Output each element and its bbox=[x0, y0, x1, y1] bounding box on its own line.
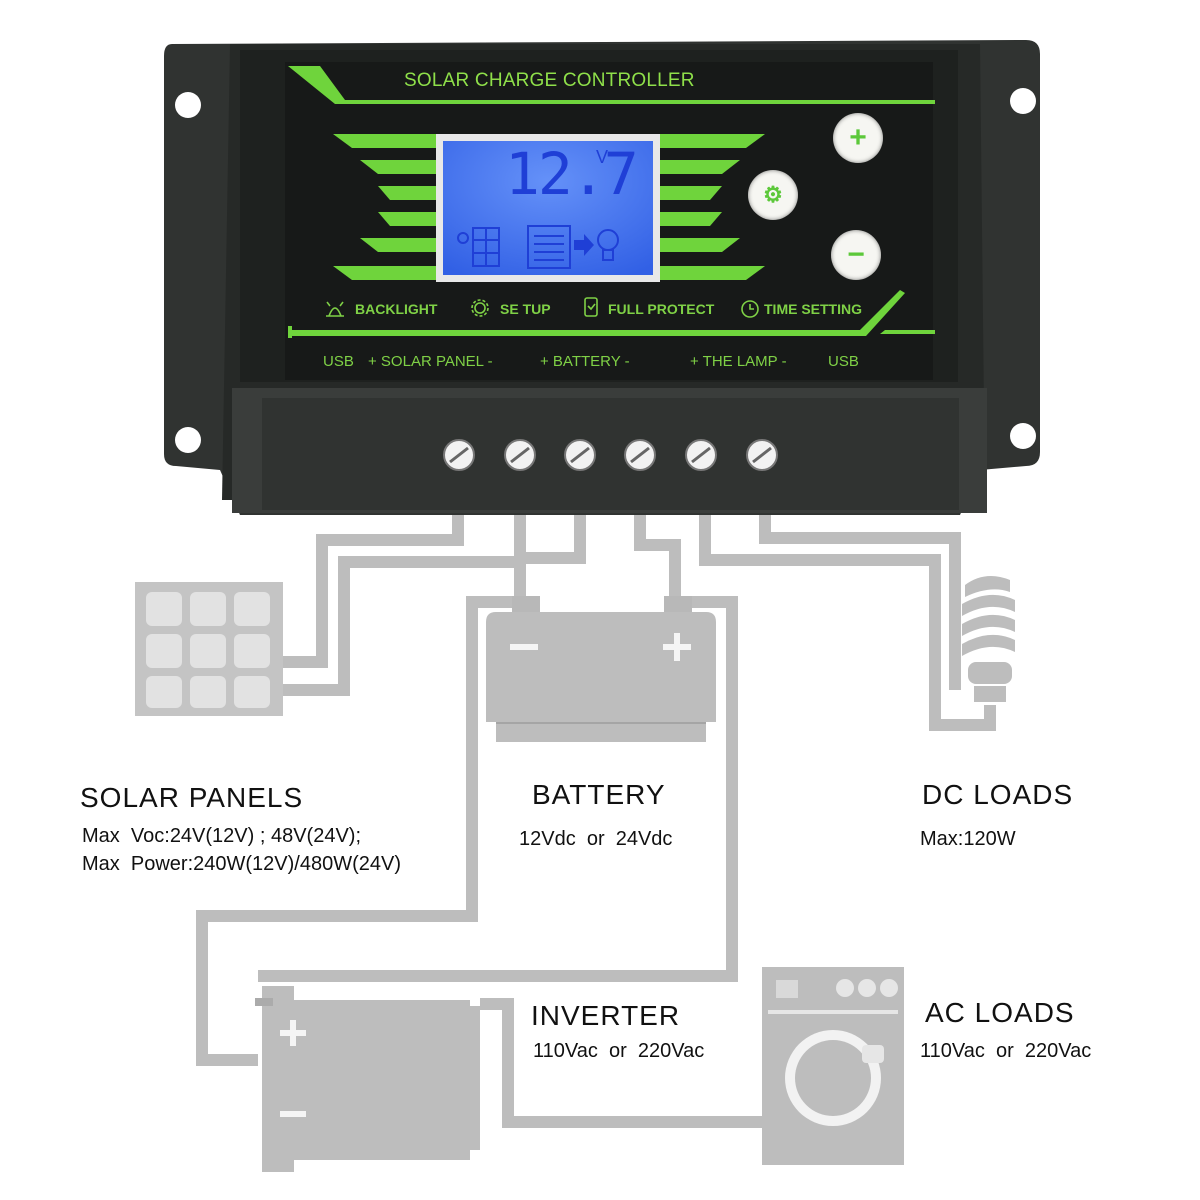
screw-3 bbox=[564, 439, 596, 471]
inverter-spec: 110Vac or 220Vac bbox=[533, 1040, 705, 1062]
solar-terminal-label: + SOLAR PANEL - bbox=[368, 353, 493, 370]
battery-wire-pos bbox=[634, 510, 681, 602]
plus-button[interactable]: + bbox=[833, 113, 883, 163]
solar-panel-icon bbox=[135, 582, 283, 716]
screw-6 bbox=[746, 439, 778, 471]
inverter-wire-neg bbox=[258, 596, 738, 982]
plus-icon: + bbox=[849, 121, 867, 154]
battery-terminal-label: + BATTERY - bbox=[540, 353, 630, 370]
display-stripes bbox=[333, 134, 765, 280]
dc-loads-spec: Max:120W bbox=[920, 828, 1016, 850]
solar-power-spec: Max Power:240W(12V)/480W(24V) bbox=[82, 853, 402, 875]
screw-2 bbox=[504, 439, 536, 471]
screw-5 bbox=[685, 439, 717, 471]
minus-icon: − bbox=[847, 238, 865, 271]
bulb-icon bbox=[962, 576, 1015, 702]
battery-spec: 12Vdc or 24Vdc bbox=[519, 828, 673, 850]
inverter-title: INVERTER bbox=[531, 1000, 681, 1031]
ac-loads-title: AC LOADS bbox=[925, 997, 1075, 1028]
solar-voc-spec: Max Voc:24V(12V) ; 48V(24V); bbox=[82, 825, 362, 847]
battery-wire-neg bbox=[514, 510, 586, 602]
clock-icon bbox=[741, 300, 759, 318]
screw-1 bbox=[443, 439, 475, 471]
terminal-screws bbox=[443, 439, 778, 471]
controller-body bbox=[164, 40, 1040, 515]
usb-left-label: USB bbox=[323, 353, 354, 370]
shield-icon bbox=[584, 297, 598, 317]
solar-wire-neg bbox=[280, 510, 526, 696]
battery-icon bbox=[486, 596, 716, 742]
setup-label: SE TUP bbox=[500, 301, 551, 317]
lcd-solar-icon bbox=[457, 227, 500, 267]
minus-button[interactable]: − bbox=[831, 230, 881, 280]
usb-right-label: USB bbox=[828, 353, 859, 370]
backlight-icon bbox=[326, 301, 344, 317]
screw-4 bbox=[624, 439, 656, 471]
gear-icon: ⚙ bbox=[763, 182, 783, 207]
lcd-screen bbox=[436, 134, 660, 282]
full-protect-label: FULL PROTECT bbox=[608, 301, 715, 317]
dc-loads-title: DC LOADS bbox=[922, 779, 1074, 810]
solar-panels-title: SOLAR PANELS bbox=[80, 782, 304, 813]
battery-title: BATTERY bbox=[532, 779, 666, 810]
gear-icon bbox=[471, 299, 489, 317]
inverter-icon bbox=[255, 986, 480, 1172]
time-setting-label: TIME SETTING bbox=[764, 301, 862, 317]
lcd-bulb-icon bbox=[597, 229, 619, 261]
ac-wire bbox=[480, 998, 762, 1128]
backlight-label: BACKLIGHT bbox=[355, 301, 438, 317]
solar-wire-pos bbox=[280, 510, 464, 668]
lcd-voltage-readout: 12.7 bbox=[505, 140, 639, 208]
lcd-arrow-icon bbox=[574, 234, 594, 256]
controller-title: SOLAR CHARGE CONTROLLER bbox=[404, 70, 695, 91]
inverter-wire-pos bbox=[196, 596, 522, 1066]
lamp-terminal-label: + THE LAMP - bbox=[690, 353, 787, 370]
lcd-voltage-unit: V bbox=[596, 147, 609, 167]
load-wire-2 bbox=[759, 510, 961, 690]
washing-machine-icon bbox=[762, 967, 904, 1165]
ac-loads-spec: 110Vac or 220Vac bbox=[920, 1040, 1092, 1062]
wires bbox=[196, 510, 996, 1128]
panel-decoration bbox=[288, 66, 935, 338]
function-icons bbox=[326, 297, 759, 318]
load-wire-1 bbox=[699, 510, 996, 731]
setup-button[interactable]: ⚙ bbox=[748, 170, 798, 220]
lcd-battery-icon bbox=[527, 225, 571, 269]
